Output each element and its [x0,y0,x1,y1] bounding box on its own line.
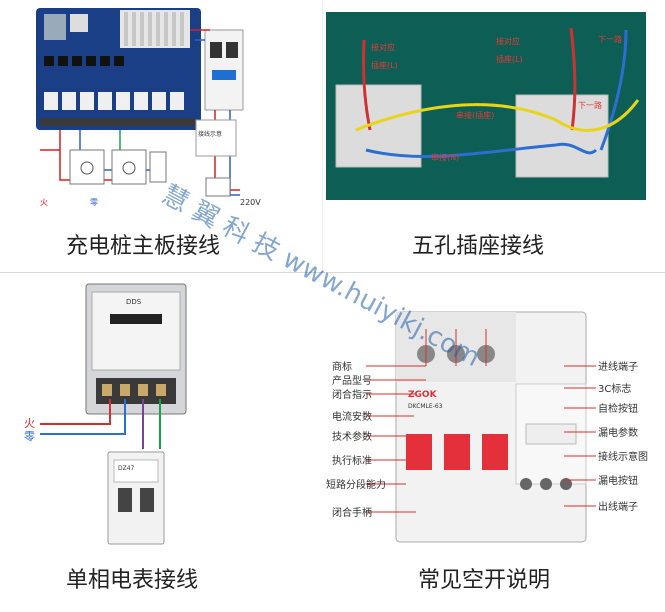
socket-box-right [515,94,609,178]
socket-2 [111,149,147,185]
handle-1 [406,434,432,470]
label-tech-params: 技术参数 [332,432,372,443]
caption-charging-board: 充电桩主板接线 [66,234,221,259]
label-inlet-terminal: 进线端子 [598,362,638,373]
label-next-mid: 下一路 [578,100,602,110]
label-breaking-capacity: 短路分段能力 [326,480,386,491]
label-left-1: 接对应 [371,42,395,52]
label-leakage-params: 漏电参数 [598,428,638,439]
vertical-divider [322,0,323,272]
handle-3 [482,434,508,470]
caption-socket-wiring: 五孔插座接线 [412,234,545,259]
label-live-wire: 火 [24,417,35,430]
panel-socket-wiring: 接对应 插座(L) 接对应 插座(L) 下一路 下一路 串接(插座) 串接(N)… [326,0,660,272]
panel-charging-board: 火 零 220V 接线示意 充电桩主板接线 [0,0,322,272]
label-close-handle: 闭合手柄 [332,508,372,519]
label-current-rating: 电流安数 [332,412,372,423]
label-neutral-wire: 零 [24,430,35,443]
label-right-2: 插座(L) [496,54,523,64]
panel-meter-wiring: DDS 火 零 DZ47 单相电表接线 [0,274,322,612]
label-model: 产品型号 [332,376,372,387]
breaker-brand: DZ47 [118,465,135,472]
label-live: 火 [40,198,48,207]
label-test-button: 自检按钮 [598,404,638,415]
label-series-l: 串接(插座) [456,110,494,120]
label-voltage: 220V [240,198,261,207]
label-leakage-button: 漏电按钮 [598,476,638,487]
label-standard: 执行标准 [332,456,372,467]
panel-breaker-explain: ZGOK DKCMLE-63 商标 产品型号 闭合指示 电流安数 技术参数 执行… [326,274,665,612]
label-outlet-terminal: 出线端子 [598,502,638,513]
label-close-indicator: 闭合指示 [332,390,372,401]
label-series-n: 串接(N) [431,152,459,162]
horizontal-divider [0,272,665,273]
label-next-top: 下一路 [598,34,622,44]
label-trademark: 商标 [332,362,352,373]
caption-meter-wiring: 单相电表接线 [66,568,199,593]
meter-brand: DDS [126,298,142,306]
model-number: DKCMLE-63 [408,403,443,410]
label-note: 接线示意 [198,130,222,138]
caption-breaker-explain: 常见空开说明 [418,568,551,593]
socket-1 [69,149,105,185]
label-neutral: 零 [90,198,98,207]
brand-logo: ZGOK [408,390,438,400]
handle-2 [444,434,470,470]
label-3c-mark: 3C标志 [598,384,632,395]
socket-wiring-photo: 接对应 插座(L) 接对应 插座(L) 下一路 下一路 串接(插座) 串接(N) [326,12,646,200]
breaker-diagram: ZGOK DKCMLE-63 [366,311,596,543]
label-right-1: 接对应 [496,36,520,46]
meter-wiring-photo: DDS 火 零 DZ47 [24,283,187,545]
charging-board-diagram: 火 零 220V 接线示意 [36,8,261,207]
label-left-2: 插座(L) [371,60,398,70]
label-wiring-diagram: 接线示意图 [598,452,648,463]
